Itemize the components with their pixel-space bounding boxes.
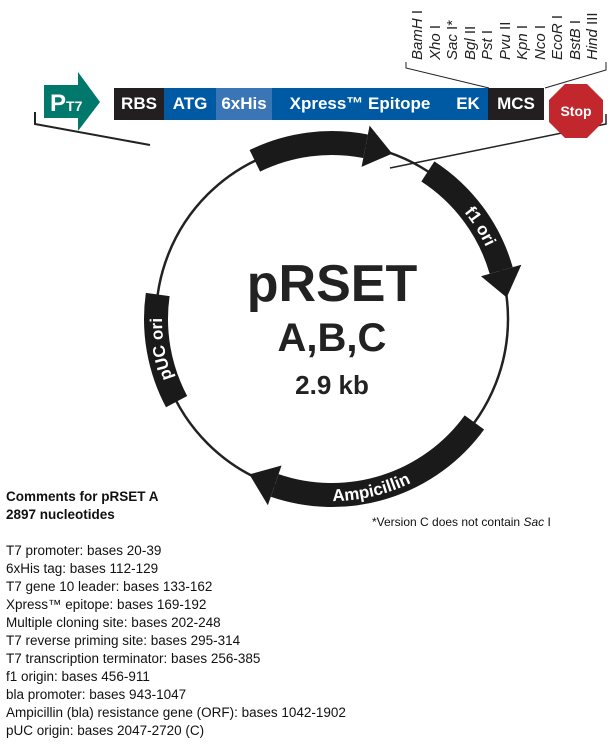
- site-pvu: Pvu II: [496, 21, 514, 60]
- segment-mcs: MCS: [488, 88, 544, 120]
- comment-item: Xpress™ epitope: bases 169-192: [6, 597, 207, 612]
- site-hind: Hind III: [584, 12, 601, 60]
- stop-sign: [549, 84, 603, 138]
- comment-item: T7 gene 10 leader: bases 133-162: [6, 579, 213, 594]
- mcs-bracket-right: [544, 62, 607, 89]
- connector-left: [34, 112, 151, 146]
- plasmid-name: pRSET: [246, 255, 418, 313]
- comment-item: pUC origin: bases 2047-2720 (C): [6, 723, 205, 738]
- site-bgl: Bgl II: [461, 25, 479, 60]
- comments: Comments for pRSET A 2897 nucleotides T7…: [6, 488, 346, 740]
- comment-item: f1 origin: bases 456-911: [6, 669, 150, 684]
- segment-6xhis: 6xHis: [216, 88, 272, 120]
- comment-item: Ampicillin (bla) resistance gene (ORF): …: [6, 705, 346, 720]
- promoter-arrow: [44, 72, 100, 131]
- arc-top: [249, 131, 368, 172]
- mcs-bracket: [405, 62, 490, 89]
- site-kpn: Kpn I: [514, 24, 531, 60]
- arc-f1-ori-arrowhead: [480, 264, 522, 298]
- site-bamh: BamH I: [409, 9, 426, 60]
- site-ecor: EcoR I: [549, 14, 566, 60]
- arc-top-arrowhead: [361, 125, 393, 167]
- comment-item: Multiple cloning site: bases 202-248: [6, 615, 221, 630]
- comment-item: T7 transcription terminator: bases 256-3…: [6, 651, 261, 666]
- segment-ek: EK: [448, 88, 488, 120]
- promoter-label: PT7: [50, 90, 83, 117]
- arc-ampicillin-arrowhead: [249, 465, 282, 506]
- comment-item: T7 reverse priming site: bases 295-314: [6, 633, 241, 648]
- segment-atg: ATG: [164, 88, 216, 120]
- stop-label: Stop: [560, 103, 591, 119]
- comment-item: 6xHis tag: bases 112-129: [6, 561, 159, 576]
- plasmid-variants: A,B,C: [277, 316, 387, 360]
- comment-item: bla promoter: bases 943-1047: [6, 687, 187, 702]
- site-xho: Xho I: [426, 24, 444, 60]
- arc-puc-ori: [144, 292, 188, 408]
- arc-puc-ori-label: pUC ori: [147, 318, 176, 383]
- arc-f1-ori: [421, 161, 513, 275]
- plasmid-size: 2.9 kb: [295, 370, 369, 400]
- version-note: *Version C does not contain Sac I: [372, 515, 551, 529]
- site-pst: Pst I: [479, 29, 496, 60]
- comments-length: 2897 nucleotides: [6, 507, 115, 522]
- connector-right: [389, 114, 607, 169]
- segment-rbs: RBS: [114, 88, 164, 120]
- site-bstb: BstB I: [566, 19, 584, 60]
- segment-xpress-epitope: Xpress™ Epitope: [272, 88, 448, 120]
- comments-title: Comments for pRSET A: [6, 489, 159, 504]
- site-nco: Nco I: [531, 24, 549, 60]
- comment-item: T7 promoter: bases 20-39: [6, 543, 162, 558]
- arc-ampicillin: [270, 415, 485, 507]
- site-sac: Sac I*: [444, 19, 461, 60]
